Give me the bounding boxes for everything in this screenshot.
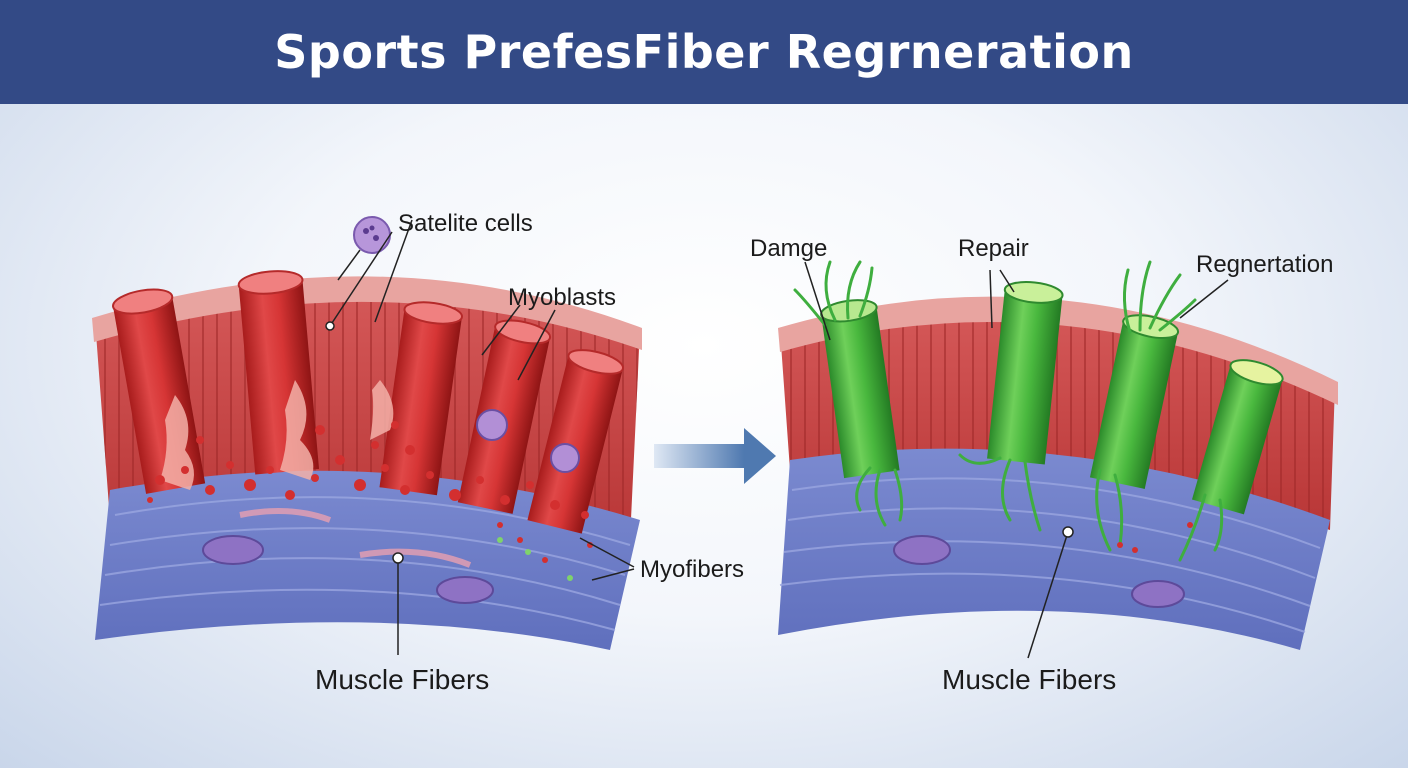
right-tissue-block — [778, 296, 1338, 650]
left-muscle-rim — [92, 276, 642, 350]
satellite-cell-icon — [353, 216, 391, 254]
label-muscle-fibers-right: Muscle Fibers — [942, 664, 1117, 695]
left-droplets — [147, 421, 593, 563]
label-muscle-fibers-left: Muscle Fibers — [315, 664, 490, 695]
label-myoblasts: Myoblasts — [508, 284, 617, 311]
left-fibers — [112, 270, 625, 534]
right-leader-lines — [804, 261, 1229, 659]
left-leader-lines — [329, 219, 635, 655]
right-muscle-rim — [778, 296, 1338, 405]
right-fibers — [820, 281, 1284, 515]
page-title: Sports PrefesFiber Regrneration — [274, 25, 1134, 79]
label-repair: Repair — [958, 235, 1029, 262]
regenerating-strands — [793, 260, 1224, 562]
label-myofibers: Myofibers — [640, 556, 745, 583]
transition-arrow-icon — [654, 428, 776, 484]
title-bar: Sports PrefesFiber Regrneration — [0, 0, 1408, 104]
label-satellite-cells: Satelite cells — [398, 210, 533, 237]
label-regeneration: Regnertation — [1196, 251, 1334, 278]
label-damage: Damge — [750, 235, 828, 262]
